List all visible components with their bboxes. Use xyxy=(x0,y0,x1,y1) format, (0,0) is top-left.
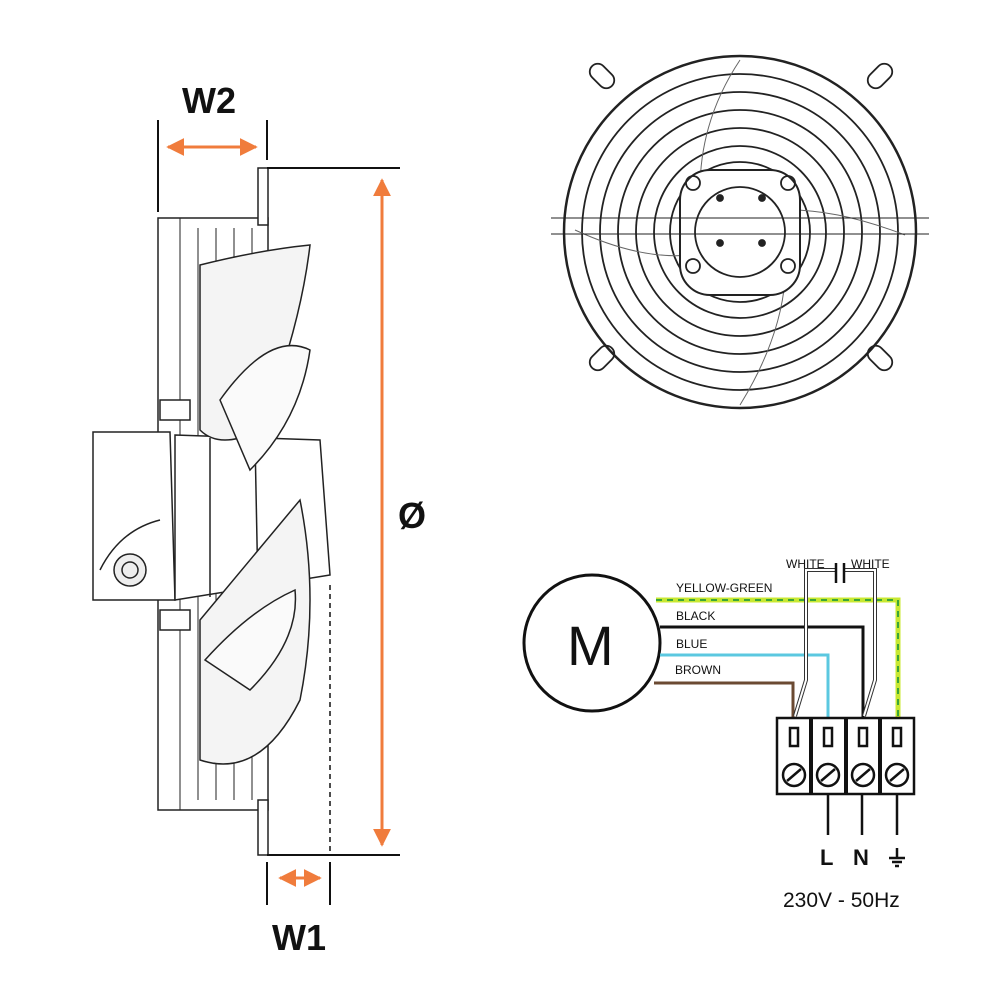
fan-side-view xyxy=(92,167,331,856)
capacitor-icon xyxy=(834,563,846,583)
terminal-block xyxy=(775,716,916,835)
wire-brown xyxy=(654,681,795,718)
wire-black xyxy=(660,625,865,718)
w2-label: W2 xyxy=(182,80,236,121)
label-black: BLACK xyxy=(676,609,716,623)
dimension-lines xyxy=(157,120,400,905)
diameter-label: Ø xyxy=(398,495,427,536)
label-brown: BROWN xyxy=(675,663,721,677)
label-yellow-green: YELLOW-GREEN xyxy=(676,581,773,595)
terminal-label-l: L xyxy=(820,845,834,870)
supply-voltage-label: 230V - 50Hz xyxy=(783,889,900,912)
fan-front-view xyxy=(551,54,929,410)
w1-label: W1 xyxy=(272,917,326,958)
motor-label: M xyxy=(567,614,614,677)
ground-icon xyxy=(889,848,905,868)
label-blue: BLUE xyxy=(676,637,708,651)
label-white-left: WHITE xyxy=(786,557,825,571)
wiring-diagram xyxy=(522,563,916,868)
label-white-right: WHITE xyxy=(851,557,890,571)
motor-symbol xyxy=(522,573,662,713)
terminal-label-n: N xyxy=(853,845,869,870)
wire-blue xyxy=(660,653,830,718)
